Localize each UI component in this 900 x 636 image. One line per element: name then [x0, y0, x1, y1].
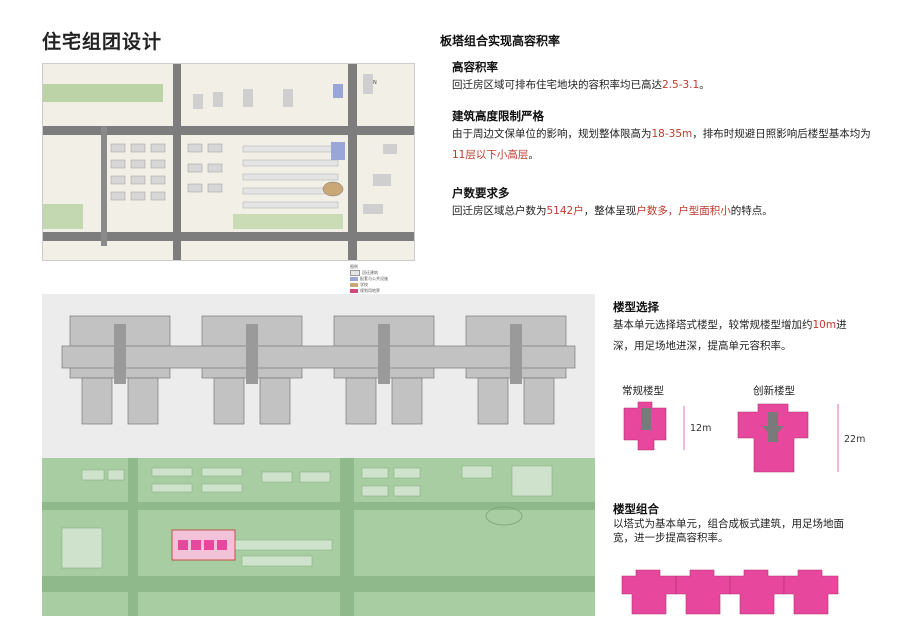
- tower-body: 基本单元选择塔式楼型，较常规楼型增加约10m进 深，用足场地进深，提高单元容积率…: [613, 319, 847, 352]
- floor-plan-drawing: [61, 315, 576, 425]
- section-height: 建筑高度限制严格 由于周边文保单位的影响，规划整体限高为18-35m，排布时规避…: [452, 108, 892, 166]
- section-body: 由于周边文保单位的影响，规划整体限高为18-35m，排布时规避日照影响后楼型基本…: [452, 128, 871, 161]
- tower-section: 楼型选择 基本单元选择塔式楼型，较常规楼型增加约10m进 深，用足场地进深，提高…: [613, 299, 893, 357]
- normal-dim-label: 12m: [690, 423, 712, 434]
- combo-body: 以塔式为基本单元，组合成板式建筑，用足场地面 宽，进一步提高容积率。: [613, 518, 844, 544]
- innovative-dim-label: 22m: [844, 434, 866, 445]
- legend-item: 学校: [350, 282, 410, 288]
- normal-type-label: 常规楼型: [622, 385, 664, 397]
- tower-comparison-diagram: [623, 401, 839, 473]
- legend-item: 配套与公共设施: [350, 276, 410, 282]
- section-far: 高容积率 回迁房区域可排布住宅地块的容积率均已高达2.5-3.1。: [452, 59, 882, 96]
- tower-heading: 楼型选择: [613, 300, 659, 314]
- section-heading: 户数要求多: [452, 186, 510, 200]
- page-title: 住宅组团设计: [42, 31, 163, 53]
- section-body: 回迁房区域总户数为5142户，整体呈现户数多，户型面积小的特点。: [452, 205, 773, 217]
- site-plan-drawing: N: [43, 64, 414, 260]
- map-legend: 图例 回迁建筑 配套与公共设施 学校 规划用地界: [350, 264, 410, 294]
- legend-item: 规划用地界: [350, 288, 410, 294]
- innovative-type-label: 创新楼型: [753, 385, 795, 397]
- combo-heading: 楼型组合: [613, 502, 659, 516]
- combination-site-map: [42, 458, 595, 616]
- section-body: 回迁房区域可排布住宅地块的容积率均已高达2.5-3.1。: [452, 79, 710, 91]
- section-heading: 高容积率: [452, 60, 498, 74]
- legend-item: 回迁建筑: [350, 270, 410, 276]
- svg-text:N: N: [373, 80, 377, 86]
- section-heading: 建筑高度限制严格: [452, 109, 544, 123]
- combined-building-diagram: [621, 569, 839, 615]
- right-heading: 板塔组合实现高容积率: [440, 34, 561, 48]
- combination-map-drawing: [42, 458, 595, 616]
- floor-plan-panel: [42, 294, 595, 458]
- innovative-tower-shape: [737, 403, 809, 473]
- section-households: 户数要求多 回迁房区域总户数为5142户，整体呈现户数多，户型面积小的特点。: [452, 185, 882, 222]
- site-plan-map: N: [42, 63, 415, 261]
- normal-tower-shape: [623, 401, 667, 451]
- legend-title: 图例: [350, 264, 358, 269]
- combo-section: 楼型组合 以塔式为基本单元，组合成板式建筑，用足场地面 宽，进一步提高容积率。: [613, 501, 893, 545]
